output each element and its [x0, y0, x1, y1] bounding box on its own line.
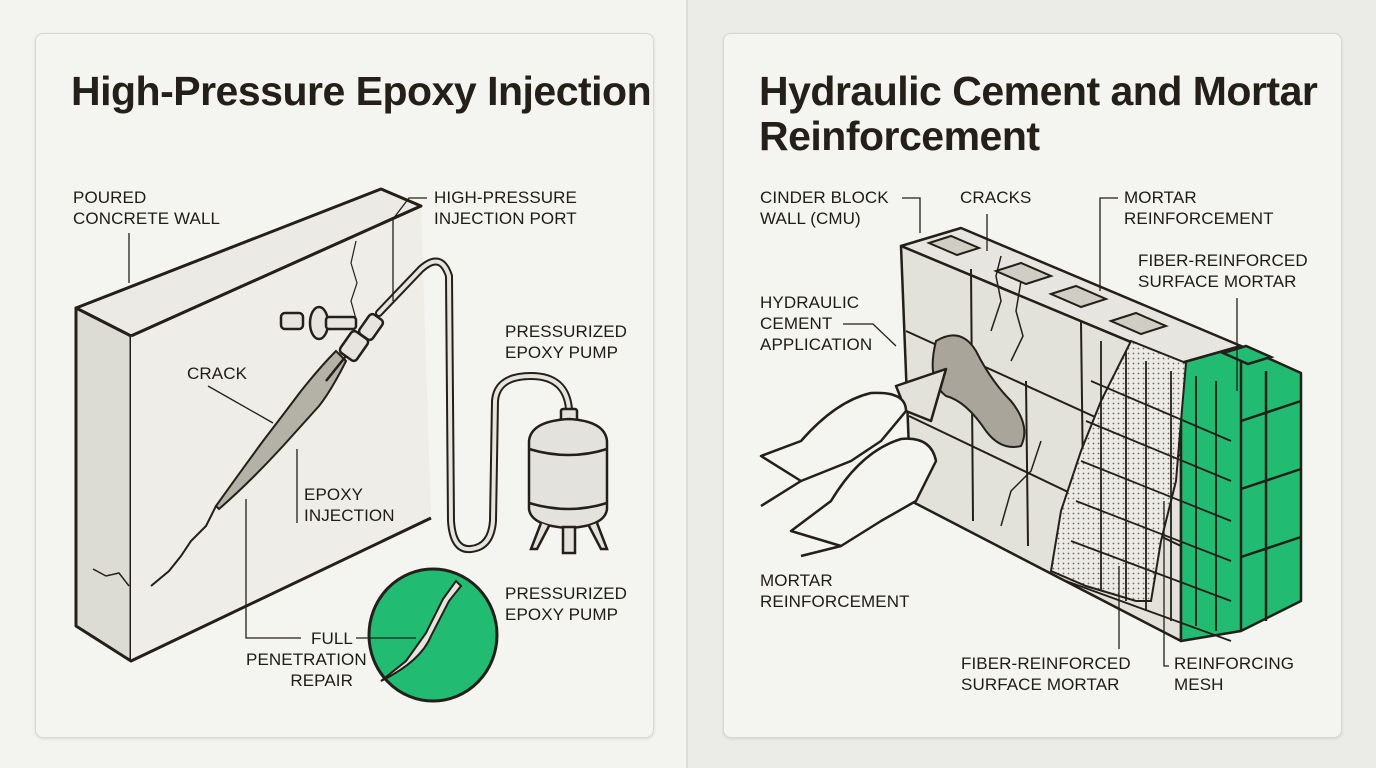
fiber-mortar-layer — [1049, 339, 1188, 602]
epoxy-pump-icon — [527, 407, 609, 555]
detail-magnifier-icon — [367, 567, 499, 703]
hydraulic-cement-panel: Hydraulic Cement and Mortar Reinforcemen… — [723, 33, 1342, 738]
label-crack: CRACK — [187, 364, 248, 383]
hydraulic-cement-patch — [931, 334, 1026, 448]
label-fiber-mortar-bottom: FIBER-REINFORCED SURFACE MORTAR — [961, 654, 1131, 694]
crack-epoxy-fill — [214, 349, 348, 511]
label-cracks: CRACKS — [960, 188, 1032, 207]
label-cinder-block-wall: CINDER BLOCK WALL (CMU) — [760, 188, 889, 228]
label-injection-port: HIGH-PRESSURE INJECTION PORT — [434, 188, 577, 228]
label-full-penetration-repair: FULL PENETRATION REPAIR — [246, 629, 367, 690]
label-reinforcing-mesh: REINFORCING MESH — [1174, 654, 1295, 694]
label-epoxy-injection: EPOXY INJECTION — [304, 485, 395, 525]
panel-title: High-Pressure Epoxy Injection — [71, 68, 652, 114]
label-mortar-reinforcement-bottom: MORTAR REINFORCEMENT — [760, 571, 910, 611]
epoxy-injection-panel: High-Pressure Epoxy Injection POURED CON… — [35, 33, 654, 738]
injection-port-icon — [279, 305, 385, 382]
label-hydraulic-cement-application: HYDRAULIC CEMENT APPLICATION — [760, 293, 873, 354]
epoxy-injection-illustration — [74, 187, 609, 703]
center-divider — [686, 0, 688, 768]
reinforcing-mesh — [1065, 341, 1232, 642]
label-pump-bottom: PRESSURIZED EPOXY PUMP — [505, 584, 628, 624]
hands-trowel-icon — [759, 367, 948, 558]
panel-title: Hydraulic Cement and Mortar Reinforcemen… — [759, 68, 1318, 159]
label-fiber-mortar-top: FIBER-REINFORCED SURFACE MORTAR — [1138, 251, 1308, 291]
label-mortar-reinforcement-top: MORTAR REINFORCEMENT — [1124, 188, 1274, 228]
label-poured-concrete-wall: POURED CONCRETE WALL — [73, 188, 221, 228]
label-pump-top: PRESSURIZED EPOXY PUMP — [505, 322, 628, 362]
cinder-block-wall-illustration — [759, 197, 1303, 667]
